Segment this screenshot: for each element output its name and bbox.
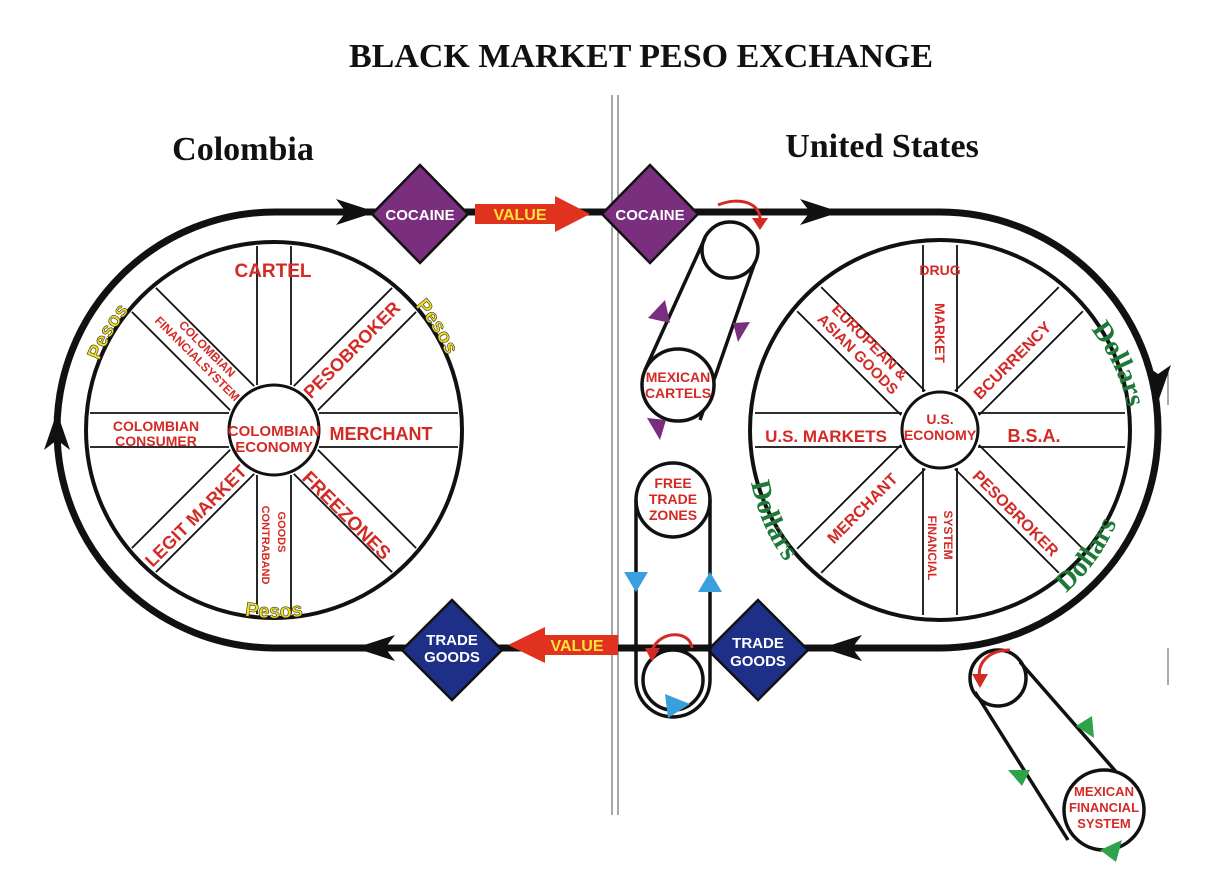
svg-text:FREE: FREE — [654, 475, 691, 491]
svg-text:COCAINE: COCAINE — [615, 207, 684, 224]
green-arrow-down — [1008, 770, 1030, 786]
svg-text:SYSTEM: SYSTEM — [1077, 816, 1130, 831]
belt-arrow-down — [1145, 365, 1171, 402]
svg-text:CARTELS: CARTELS — [645, 385, 711, 401]
spoke-label-bsa: B.S.A. — [1007, 426, 1060, 446]
green-arrow-right — [1100, 840, 1122, 862]
us-economy-hub-line1: U.S. — [926, 411, 953, 427]
spoke-label-us-markets: U.S. MARKETS — [765, 427, 887, 446]
diagram-title: BLACK MARKET PESO EXCHANGE — [349, 38, 933, 75]
svg-text:TRADE: TRADE — [649, 491, 697, 507]
us-wheel — [748, 238, 1132, 622]
purple-arrow-down — [733, 322, 750, 342]
trade-goods-diamond-left: TRADE GOODS — [400, 598, 504, 702]
colombia-wheel — [84, 240, 464, 620]
svg-text:TRADE: TRADE — [426, 632, 478, 649]
spoke-label-consumer-line1: COLOMBIAN — [113, 418, 199, 434]
belt-arrow-right — [336, 199, 376, 225]
cocaine-diamond-right: COCAINE — [600, 163, 700, 265]
red-arrowhead — [972, 674, 988, 688]
spoke-label-goods: GOODS — [275, 512, 287, 553]
region-label-colombia: Colombia — [172, 131, 314, 168]
purple-arrow-up — [648, 300, 670, 323]
svg-text:MEXICAN: MEXICAN — [646, 369, 711, 385]
flow-belt — [53, 208, 1162, 652]
blue-arrow-down — [624, 572, 648, 592]
svg-text:Pesos: Pesos — [244, 599, 304, 623]
value-arrow-right: VALUE — [475, 196, 590, 232]
mexican-cartels-loop: MEXICAN CARTELS — [640, 220, 760, 423]
svg-text:TRADE: TRADE — [732, 635, 784, 652]
red-arrowhead — [645, 648, 660, 662]
svg-text:FINANCIAL: FINANCIAL — [1069, 800, 1139, 815]
svg-text:GOODS: GOODS — [424, 649, 480, 666]
spoke-label-drug: DRUG — [919, 262, 960, 278]
spoke-label-merchant: MERCHANT — [330, 424, 433, 444]
free-trade-zones-loop: FREE TRADE ZONES — [634, 461, 712, 719]
region-label-united-states: United States — [785, 128, 979, 165]
spoke-label-consumer-line2: CONSUMER — [115, 433, 197, 449]
spoke-label-cartel: CARTEL — [234, 261, 311, 282]
mexican-financial-loop: MEXICAN FINANCIAL SYSTEM — [968, 648, 1146, 852]
trade-goods-diamond-right: TRADE GOODS — [706, 598, 810, 702]
red-curved-arrow — [717, 199, 762, 223]
us-economy-hub-line2: ECONOMY — [904, 427, 977, 443]
purple-arrow-up — [647, 418, 666, 440]
svg-text:VALUE: VALUE — [550, 638, 603, 655]
belt-arrow-left — [822, 635, 862, 661]
green-arrow-up — [1076, 716, 1094, 738]
svg-text:MEXICAN: MEXICAN — [1074, 784, 1134, 799]
spoke-label-market: MARKET — [932, 303, 948, 363]
svg-text:VALUE: VALUE — [493, 207, 546, 224]
belt-arrow-left — [355, 635, 395, 661]
blue-arrow-up — [698, 572, 722, 592]
colombian-economy-hub-line2: ECONOMY — [235, 439, 313, 456]
red-curved-arrow — [650, 633, 694, 651]
blue-arrow-right — [665, 694, 690, 718]
belt-arrow-up — [44, 412, 70, 450]
svg-text:ZONES: ZONES — [649, 507, 697, 523]
spoke-label-financial: FINANCIAL — [925, 516, 939, 581]
colombian-economy-hub-line1: COLOMBIAN — [228, 423, 321, 440]
red-arrowhead — [752, 218, 768, 230]
svg-text:GOODS: GOODS — [730, 653, 786, 670]
spoke-label-contraband: CONTRABAND — [259, 506, 271, 585]
belt-arrow-right — [800, 199, 840, 225]
cocaine-diamond-left: COCAINE — [370, 163, 470, 265]
spoke-label-system: SYSTEM — [941, 510, 955, 559]
value-arrow-left: VALUE — [508, 627, 618, 663]
svg-text:COCAINE: COCAINE — [385, 207, 454, 224]
